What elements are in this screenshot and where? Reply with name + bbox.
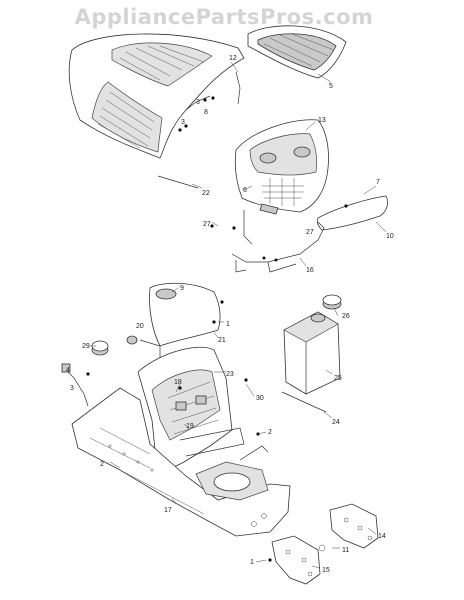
- callout-17: 17: [164, 507, 172, 514]
- rod-part-24[interactable]: [281, 391, 327, 413]
- fuel-tank-part-25[interactable]: [283, 311, 341, 395]
- callout-13: 13: [318, 117, 326, 124]
- tower-part-23[interactable]: [137, 346, 245, 471]
- callout-20: 20: [136, 323, 144, 330]
- callout-11: 11: [342, 547, 349, 554]
- callout-15: 15: [322, 567, 330, 574]
- leader-lines: [90, 61, 387, 569]
- tractor-frame: [71, 387, 291, 537]
- hood-insert-part-5[interactable]: [247, 25, 347, 79]
- callout-19: 19: [186, 423, 194, 430]
- callout-1: 1: [250, 559, 254, 566]
- callout-3: 3: [181, 119, 185, 126]
- bracket-part-15[interactable]: [268, 535, 326, 585]
- callout-10: 10: [386, 233, 394, 240]
- callout-27: 27: [306, 229, 314, 236]
- cable-part-3[interactable]: [61, 363, 89, 407]
- callout-1: 1: [226, 321, 230, 328]
- lower-bracket-part-16[interactable]: [231, 210, 325, 273]
- callout-30: 30: [256, 395, 264, 402]
- callout-3: 3: [196, 99, 200, 106]
- callout-7: 7: [376, 179, 380, 186]
- callout-22: 22: [202, 190, 210, 197]
- fuel-cap-part-26[interactable]: [322, 294, 342, 310]
- hood-part-12[interactable]: [68, 33, 245, 159]
- callout-24: 24: [332, 419, 340, 426]
- callout-12: 12: [229, 55, 237, 62]
- callout-3: 3: [70, 385, 74, 392]
- callout-18: 18: [174, 379, 182, 386]
- callout-8: 8: [204, 109, 208, 116]
- callout-2: 2: [100, 461, 104, 468]
- callout-26: 26: [342, 313, 350, 320]
- bracket-part-14[interactable]: [329, 503, 379, 549]
- front-bumper-part-10[interactable]: [316, 195, 388, 231]
- callout-27: 27: [203, 221, 211, 228]
- callout-29: 29: [82, 343, 90, 350]
- callout-5: 5: [329, 83, 333, 90]
- hood-hardware-3-8[interactable]: [178, 71, 241, 132]
- ignition-switch-part-29[interactable]: [91, 340, 109, 356]
- callout-16: 16: [306, 267, 314, 274]
- callout-4: 4: [66, 367, 70, 374]
- callout-21: 21: [218, 337, 226, 344]
- callout-6: 6: [243, 187, 247, 194]
- dash-panel-part-9[interactable]: [139, 282, 221, 360]
- rod-part-22[interactable]: [157, 175, 199, 189]
- callout-2: 2: [268, 429, 272, 436]
- callout-25: 25: [334, 375, 342, 382]
- callout-9: 9: [180, 285, 184, 292]
- callout-labels: 12 5 3 8 3 13 7 6 22 27 27 10 16 9 26 20…: [66, 55, 394, 574]
- front-grille-part-13[interactable]: [234, 119, 329, 215]
- callout-23: 23: [226, 371, 234, 378]
- switch-part-20[interactable]: [126, 335, 138, 345]
- watermark-text: AppliancePartsPros.com: [75, 5, 374, 29]
- callout-14: 14: [378, 533, 386, 540]
